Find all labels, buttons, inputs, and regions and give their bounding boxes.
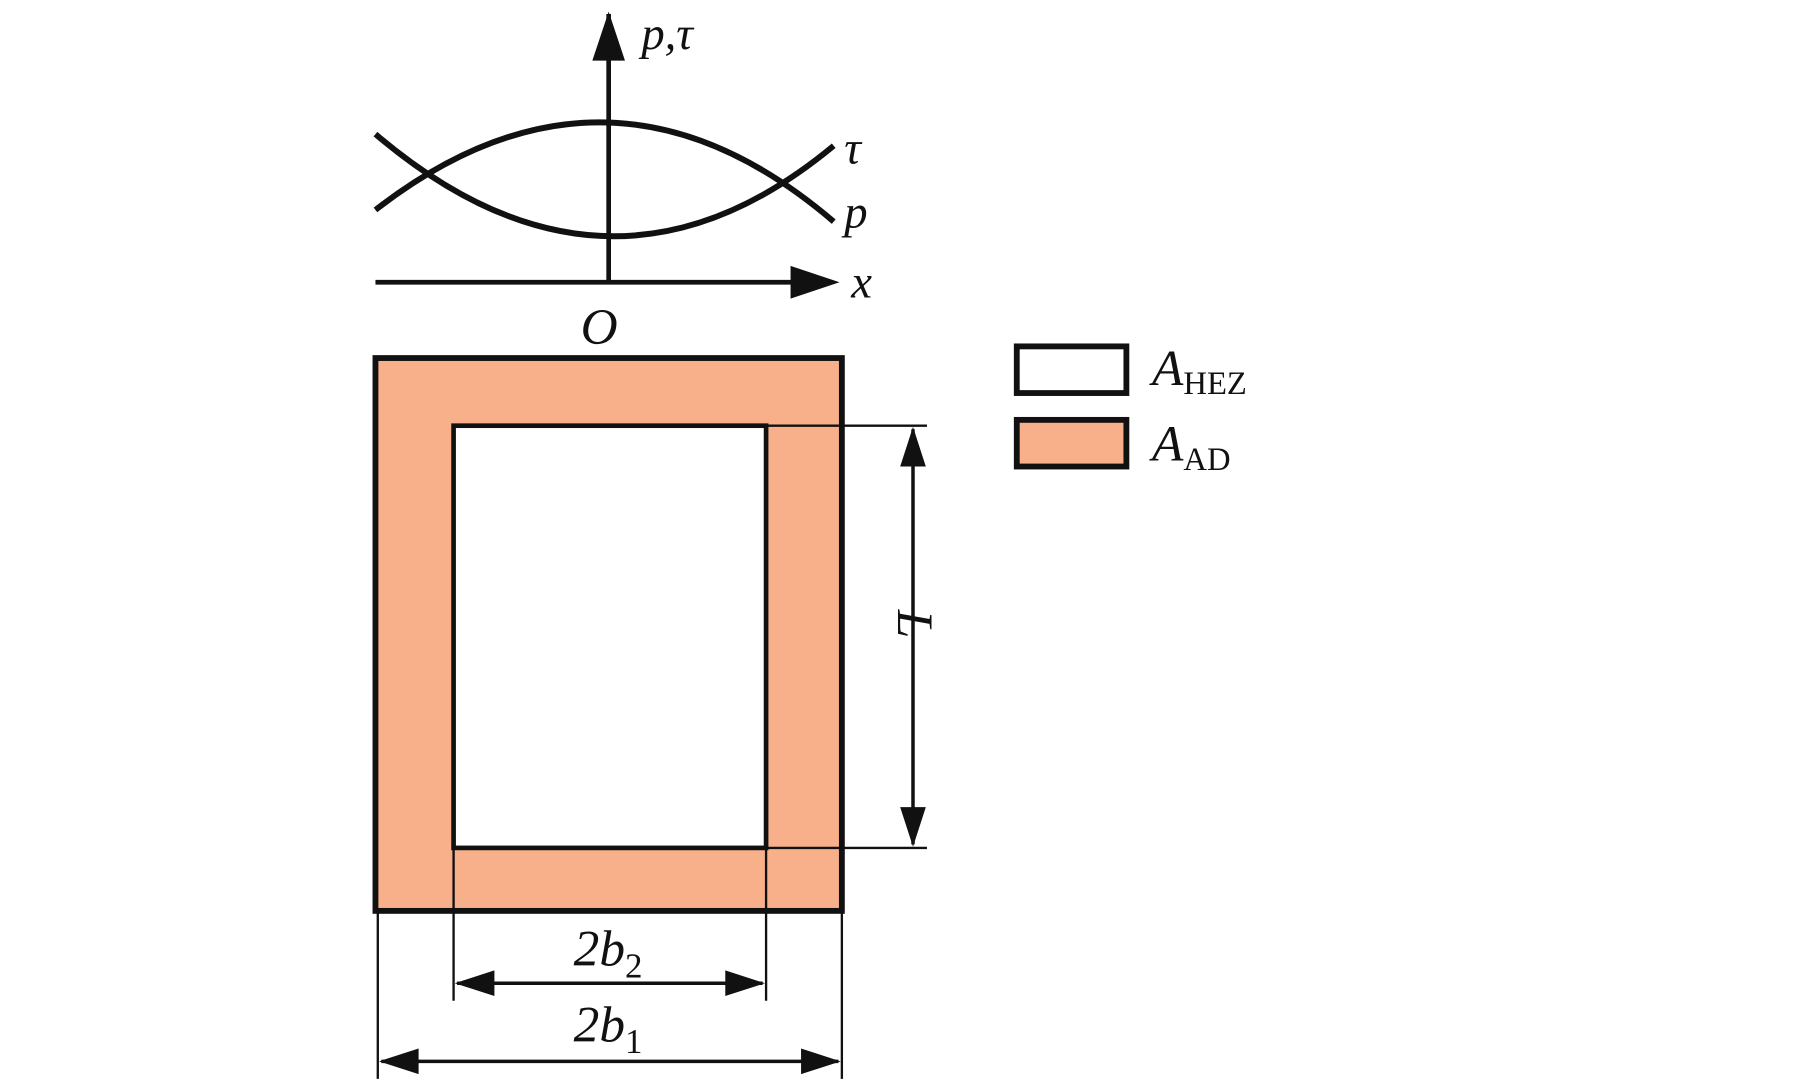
arrow-left-icon [454, 970, 495, 997]
y-axis-label: p,τ [638, 8, 695, 60]
width-dimensions: 2b2 2b1 [376, 847, 844, 1079]
hez-zone [451, 423, 769, 851]
x-axis-label: x [850, 256, 872, 308]
outer-width-label: 2b1 [574, 997, 643, 1062]
x-axis-arrow-icon [790, 265, 840, 299]
inner-width-label: 2b2 [574, 921, 643, 986]
length-label: L [886, 609, 943, 639]
contact-area [372, 355, 845, 914]
arrow-right-icon [801, 1048, 841, 1075]
legend-swatch-ad [1013, 416, 1130, 470]
arrow-up-icon [900, 426, 926, 467]
p-curve-label: p [841, 186, 867, 238]
origin-label: O [581, 299, 618, 356]
pressure-stress-plot: p,τ x O τ p [373, 8, 872, 356]
legend-swatch-hez [1013, 343, 1130, 396]
legend-label-hez: AHEZ [1149, 340, 1247, 402]
tau-curve-label: τ [844, 122, 863, 174]
arch-curve [373, 119, 836, 224]
length-dimension: L [766, 424, 943, 850]
y-axis-arrow-icon [592, 11, 625, 61]
legend: AHEZ AAD [1013, 340, 1247, 478]
arrow-down-icon [900, 807, 926, 847]
legend-label-ad: AAD [1149, 416, 1230, 478]
arrow-left-icon [378, 1048, 419, 1075]
arrow-right-icon [725, 970, 765, 997]
u-curve [373, 131, 836, 240]
